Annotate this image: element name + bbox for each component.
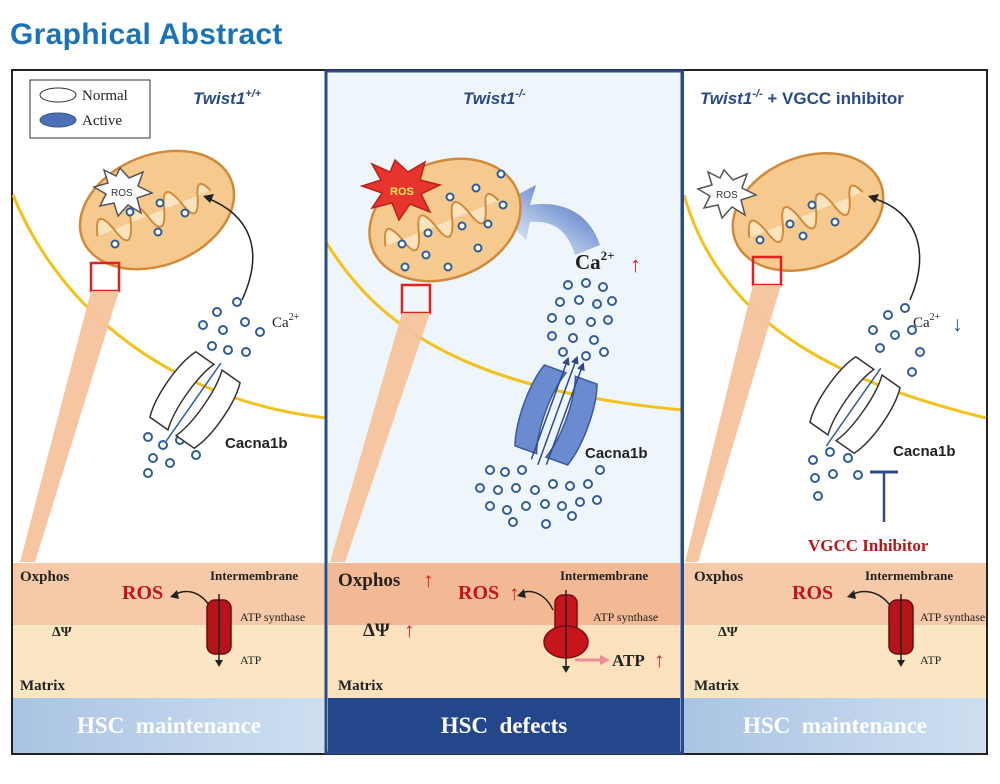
ros-burst-icon xyxy=(696,168,758,220)
ros-burst-icon xyxy=(359,158,443,222)
ros-mito-label: ROS xyxy=(390,186,414,198)
cacna1b-channel xyxy=(149,350,241,450)
channel-label: Cacna1b xyxy=(893,443,956,460)
membrane-potential-label: ΔΨ xyxy=(718,625,738,640)
oxphos-label: Oxphos xyxy=(20,569,69,585)
outcome-label: HSC maintenance xyxy=(743,713,927,738)
intermembrane-label: Intermembrane xyxy=(865,568,953,583)
inhibition-bar-icon xyxy=(870,470,898,522)
cell-membrane xyxy=(682,194,987,420)
ros-increase-arrow: ↑ xyxy=(509,581,520,605)
matrix-band xyxy=(13,625,326,698)
oxphos-band xyxy=(13,563,326,625)
outcome-banner xyxy=(328,698,680,752)
matrix-label: Matrix xyxy=(338,678,383,694)
atp-label: ATP xyxy=(920,653,942,667)
genotype-label: Twist1+/+ xyxy=(193,88,262,108)
ros-burst-icon xyxy=(92,166,154,218)
oxphos-band xyxy=(328,563,680,625)
ros-membrane-label: ROS xyxy=(458,582,499,604)
oxphos-increase-arrow: ↑ xyxy=(423,568,434,592)
genotype-label: Twist1-/- xyxy=(463,88,526,108)
potential-increase-arrow: ↑ xyxy=(404,618,415,642)
atp-synthase-icon xyxy=(543,590,610,673)
ros-membrane-label: ROS xyxy=(792,582,833,604)
matrix-band xyxy=(328,625,680,698)
cacna1b-channel xyxy=(514,355,598,466)
channel-label: Cacna1b xyxy=(225,435,288,452)
mito-calcium-dots xyxy=(755,200,840,245)
calcium-label: Ca2+ xyxy=(272,312,300,331)
calcium-ions xyxy=(143,297,265,478)
matrix-band xyxy=(684,625,986,698)
outcome-label: HSC defects xyxy=(441,713,568,738)
atp-synthase-label: ATP synthase xyxy=(920,610,985,624)
vgcc-inhibitor-label: VGCC Inhibitor xyxy=(808,536,929,555)
calcium-ions xyxy=(808,303,925,501)
outcome-banner xyxy=(684,698,986,753)
outcome-banner xyxy=(13,698,326,753)
mito-calcium-dots xyxy=(110,198,190,249)
atp-synthase-icon xyxy=(888,594,914,667)
zoom-projection xyxy=(20,291,119,562)
channel-label: Cacna1b xyxy=(585,445,648,462)
legend: Normal Active xyxy=(29,79,151,139)
ros-mito-label: ROS xyxy=(111,188,133,199)
calcium-decrease-arrow: ↓ xyxy=(952,312,963,336)
legend-normal-swatch xyxy=(39,87,77,103)
mitochondrion xyxy=(731,151,885,273)
calcium-uptake-arrow xyxy=(871,197,921,301)
intermembrane-label: Intermembrane xyxy=(560,568,648,583)
zoom-projection xyxy=(330,313,430,562)
cacna1b-channel xyxy=(809,355,901,455)
oxphos-label: Oxphos xyxy=(338,570,400,591)
intermembrane-label: Intermembrane xyxy=(210,568,298,583)
calcium-ions xyxy=(475,278,617,529)
panel-knockout: Twist1-/- ROS Ca2+ ↑ xyxy=(324,69,684,755)
legend-active-label: Active xyxy=(82,113,122,129)
genotype-label: Twist1-/- + VGCC inhibitor xyxy=(700,88,904,108)
calcium-label: Ca2+ xyxy=(913,312,941,331)
calcium-increase-arrow: ↑ xyxy=(630,252,641,277)
zoom-projection xyxy=(685,285,781,562)
panel-knockout-inhibitor: Twist1-/- + VGCC inhibitor ROS Ca2+ ↓ xyxy=(682,71,987,753)
legend-active-swatch xyxy=(39,112,77,128)
calcium-label: Ca2+ xyxy=(575,248,615,274)
cell-membrane xyxy=(324,241,683,412)
graphical-abstract-title: Graphical Abstract xyxy=(10,18,283,51)
membrane-potential-label: ΔΨ xyxy=(363,620,390,641)
oxphos-label: Oxphos xyxy=(694,569,743,585)
matrix-label: Matrix xyxy=(20,678,65,694)
calcium-uptake-arrow xyxy=(206,197,254,301)
oxphos-band xyxy=(684,563,986,625)
membrane-potential-label: ΔΨ xyxy=(52,625,72,640)
panel-wild-type: Normal Active Twist1+/+ ROS xyxy=(11,71,327,753)
atp-synthase-icon xyxy=(206,594,232,667)
atp-synthase-label: ATP synthase xyxy=(240,610,305,624)
matrix-label: Matrix xyxy=(694,678,739,694)
outcome-label: HSC maintenance xyxy=(77,713,261,738)
atp-synthase-label: ATP synthase xyxy=(593,610,658,624)
cell-membrane xyxy=(11,194,327,420)
atp-increase-arrow: ↑ xyxy=(654,648,665,672)
ros-mito-label: ROS xyxy=(716,190,738,201)
atp-label: ATP xyxy=(612,651,645,670)
mito-calcium-dots xyxy=(397,169,508,272)
atp-label: ATP xyxy=(240,653,262,667)
ros-membrane-label: ROS xyxy=(122,582,163,604)
legend-normal-label: Normal xyxy=(82,88,128,104)
